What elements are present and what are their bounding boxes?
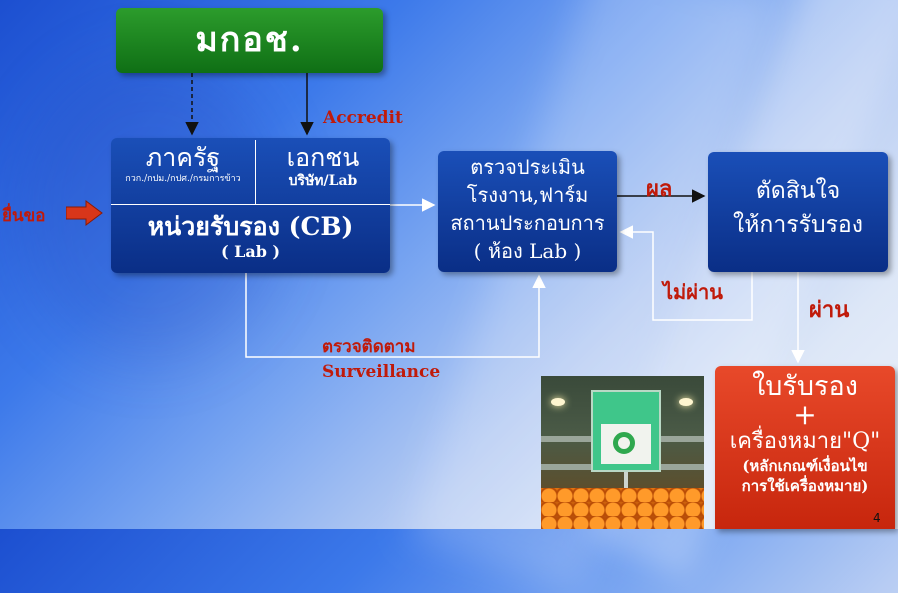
agency-box: มกอช. xyxy=(116,8,383,73)
assessment-box: ตรวจประเมิน โรงงาน,ฟาร์ม สถานประกอบการ (… xyxy=(438,151,617,272)
government-units: กวก./กปม./กปศ./กรมการข้าว xyxy=(125,174,241,184)
q-mark-store-photo xyxy=(541,376,704,529)
assessment-line: สถานประกอบการ xyxy=(450,211,605,235)
cb-label: หน่วยรับรอง (CB) xyxy=(147,212,354,241)
cb-section: หน่วยรับรอง (CB) ( Lab ) xyxy=(111,212,390,262)
q-logo-icon xyxy=(613,432,635,454)
decision-line: ให้การรับรอง xyxy=(733,212,863,238)
q-mark-label: เครื่องหมาย"Q" xyxy=(729,429,881,454)
decision-box: ตัดสินใจ ให้การรับรอง xyxy=(708,152,888,272)
ceiling-light xyxy=(679,398,693,406)
connector-lines xyxy=(185,73,805,364)
private-section: เอกชน บริษัท/Lab xyxy=(256,144,390,190)
result-label: ผล xyxy=(646,176,673,202)
divider xyxy=(111,204,390,205)
ceiling-light xyxy=(551,398,565,406)
government-label: ภาครัฐ xyxy=(145,143,221,172)
arrow-fail xyxy=(619,225,753,321)
apply-arrow-icon xyxy=(66,200,103,226)
divider xyxy=(255,140,256,204)
agency-title: มกอช. xyxy=(195,20,304,60)
decision-line: ตัดสินใจ xyxy=(755,178,841,204)
q-mark-sign xyxy=(591,390,661,472)
plus-sign: + xyxy=(793,398,817,431)
arrow-surveillance xyxy=(245,273,546,358)
criteria-line: (หลักเกณฑ์เงื่อนไข xyxy=(742,457,868,475)
certification-body-box: ภาครัฐ กวก./กปม./กปศ./กรมการข้าว เอกชน บ… xyxy=(111,138,390,273)
pass-label: ผ่าน xyxy=(809,297,850,323)
accredit-label: Accredit xyxy=(323,108,403,128)
private-units: บริษัท/Lab xyxy=(288,173,358,189)
criteria-line: การใช้เครื่องหมาย) xyxy=(741,477,869,495)
assessment-line: โรงงาน,ฟาร์ม xyxy=(466,183,589,207)
oranges xyxy=(541,488,704,529)
surveillance-label: Surveillance xyxy=(322,362,441,382)
government-section: ภาครัฐ กวก./กปม./กปศ./กรมการข้าว xyxy=(111,144,255,186)
page-number: 4 xyxy=(873,511,881,525)
cb-lab-label: ( Lab ) xyxy=(220,242,281,261)
assessment-line: ตรวจประเมิน xyxy=(470,155,585,179)
apply-label: ยื่นขอ xyxy=(2,206,46,226)
fail-label: ไม่ผ่าน xyxy=(663,280,723,304)
certificate-box: ใบรับรอง + เครื่องหมาย"Q" (หลักเกณฑ์เงื่… xyxy=(715,366,895,529)
assessment-line: ( ห้อง Lab ) xyxy=(473,239,582,263)
private-label: เอกชน xyxy=(286,143,360,172)
surveillance-thai-label: ตรวจติดตาม xyxy=(322,337,416,357)
certificate-label: ใบรับรอง xyxy=(752,371,858,402)
sign-stand xyxy=(624,472,628,498)
